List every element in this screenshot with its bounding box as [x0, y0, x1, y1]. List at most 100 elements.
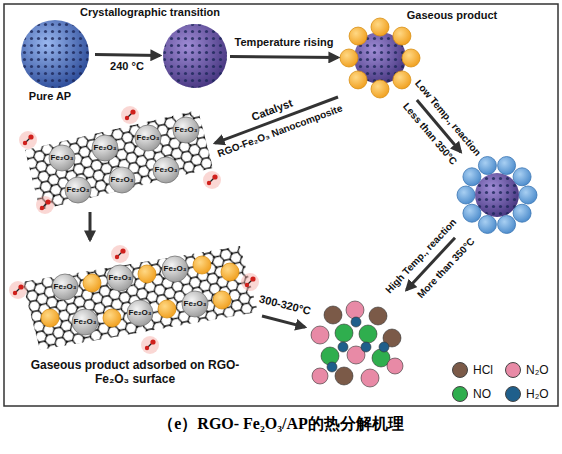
figure-caption: （e）RGO- Fe₂O₃/AP的热分解机理 — [0, 414, 562, 435]
product-molecule — [312, 368, 328, 384]
stage-node — [160, 22, 230, 92]
transition-sphere — [163, 24, 227, 88]
edge-label: Catalyst — [248, 96, 296, 124]
reaction-arrow — [230, 56, 338, 57]
sphere-dots — [163, 24, 227, 88]
sphere — [163, 24, 227, 88]
reaction-arrow — [89, 212, 92, 240]
fe2o3-particle — [72, 309, 98, 335]
shell-bubble — [513, 204, 531, 222]
reaction-arrow — [262, 316, 305, 327]
product-molecule — [369, 307, 387, 325]
particle-label: Fe₂O₃ — [54, 282, 77, 291]
legend-item: N₂O — [505, 362, 549, 378]
stage-label: Pure AP — [29, 90, 71, 103]
gas-bubble — [371, 80, 389, 98]
stage-node: Gaseous product adsorbed on RGO-Fe₂O₃ su… — [15, 240, 262, 395]
adsorbed-gas — [83, 274, 101, 292]
adsorbed-gas — [138, 265, 156, 283]
oxygen-group — [19, 131, 37, 149]
product-molecule — [335, 324, 353, 342]
stage-label: Gaseous product — [407, 9, 497, 22]
edge-label: Temperature rising — [233, 36, 336, 49]
oxygen-atom — [245, 283, 249, 287]
product-molecule — [346, 301, 364, 319]
shell-bubble — [463, 168, 481, 186]
adsorbed-gas — [213, 291, 231, 309]
product-molecule — [359, 325, 377, 343]
particle-label: Fe₂O₃ — [129, 308, 152, 317]
fe2o3-particle — [182, 291, 208, 317]
halo — [203, 171, 221, 189]
legend-item: HCl — [452, 362, 493, 378]
graphene-sheet — [22, 246, 258, 350]
shell-bubble — [498, 157, 516, 175]
product-molecule — [311, 326, 329, 344]
gas-sphere — [340, 18, 420, 98]
oxygen-atom — [18, 284, 23, 289]
frame — [4, 4, 558, 406]
stage-node: Fe₂O₃Fe₂O₃Fe₂O₃Fe₂O₃Fe₂O₃Fe₂O₃Fe₂O₃ — [20, 108, 215, 212]
sphere-dots — [21, 20, 89, 88]
oxygen-group — [9, 281, 27, 299]
particle-label: Fe₂O₃ — [109, 273, 132, 282]
oxygen-atom — [212, 174, 217, 179]
condition-label: Less than 350°C — [399, 99, 460, 169]
gas-bubble — [402, 49, 420, 67]
halo — [36, 196, 54, 214]
shell-sphere — [457, 157, 537, 234]
shell-bubble — [457, 186, 475, 204]
shell-bubble — [478, 215, 496, 233]
fe2o3-particle — [153, 157, 179, 183]
fe2o3-particle — [92, 135, 118, 161]
product-molecule — [338, 342, 348, 352]
particle-label: Fe₂O₃ — [137, 133, 160, 142]
stage-node: Pure AP — [15, 18, 95, 104]
product-molecule — [327, 362, 337, 372]
fe2o3-particle — [107, 265, 133, 291]
adsorbed-gas — [221, 263, 239, 281]
halo — [9, 281, 27, 299]
legend-swatch — [452, 362, 468, 378]
product-molecule — [387, 358, 403, 374]
oxygen-atom — [115, 255, 119, 259]
sphere-dots — [475, 173, 519, 217]
pure-ap-sphere — [21, 20, 89, 88]
legend-text: NO — [473, 387, 491, 401]
legend-swatch — [505, 362, 521, 378]
adsorbed-gas — [41, 309, 59, 327]
product-molecule — [361, 369, 379, 387]
particle-label: Fe₂O₃ — [184, 299, 207, 308]
legend-text: N₂O — [526, 363, 549, 377]
product-molecule — [361, 342, 371, 352]
fe2o3-particle — [49, 145, 75, 171]
halo — [141, 336, 159, 354]
fe2o3-particle — [173, 117, 199, 143]
adsorbed-gas — [103, 309, 121, 327]
particle-label: Fe₂O₃ — [94, 143, 117, 152]
gas-bubble — [349, 27, 367, 45]
shell-bubble — [513, 168, 531, 186]
sphere — [475, 173, 519, 217]
legend-item: NO — [452, 386, 491, 402]
halo — [241, 273, 259, 291]
fe2o3-particle — [52, 274, 78, 300]
oxygen-atom — [130, 109, 135, 114]
product-molecule — [335, 367, 353, 385]
product-molecule — [351, 317, 361, 327]
oxygen-atom — [28, 134, 33, 139]
fe2o3-particle — [109, 167, 135, 193]
oxygen-group — [111, 245, 129, 263]
particle-label: Fe₂O₃ — [155, 165, 178, 174]
fe2o3-particle — [65, 177, 91, 203]
graphene-sheet — [25, 110, 213, 210]
particle-label: Fe₂O₃ — [51, 153, 74, 162]
gas-bubble — [340, 49, 358, 67]
halo — [111, 245, 129, 263]
legend-swatch — [505, 386, 521, 402]
oxygen-atom — [23, 141, 27, 145]
particle-label: Fe₂O₃ — [175, 125, 198, 134]
product-molecule — [324, 306, 342, 324]
